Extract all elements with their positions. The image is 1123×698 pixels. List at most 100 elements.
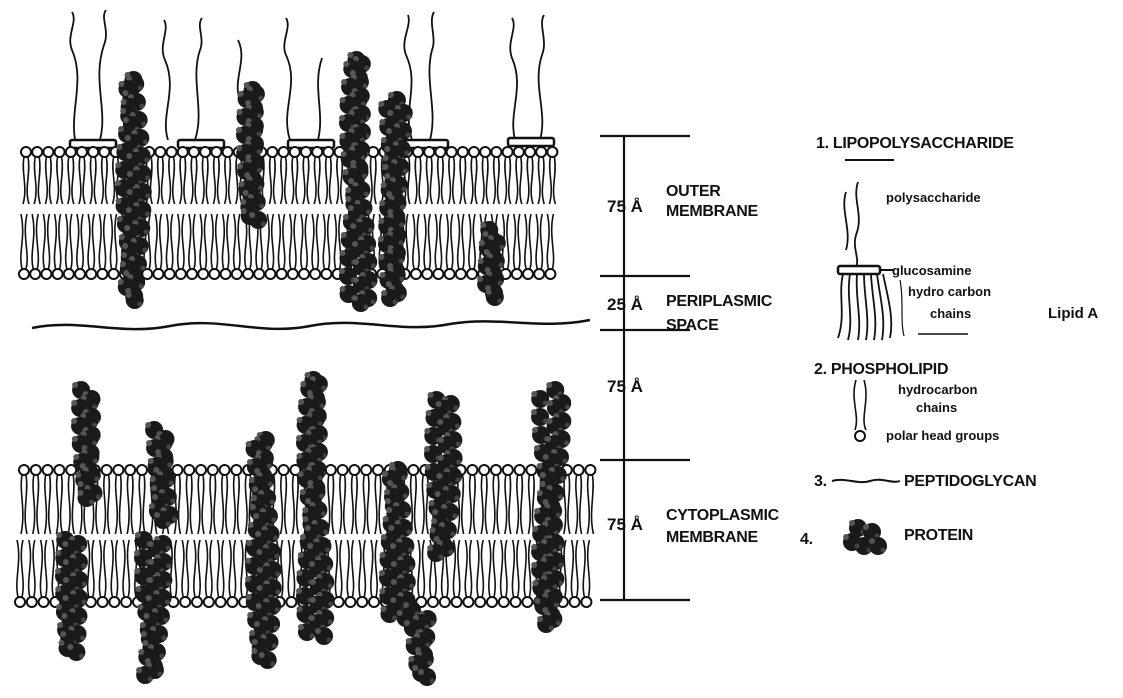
lipid bbox=[31, 465, 41, 534]
lipid bbox=[458, 147, 468, 204]
protein-blob bbox=[380, 605, 398, 623]
protein-blob bbox=[259, 651, 277, 669]
lipid bbox=[512, 214, 522, 279]
legend-peptidoglycan: PEPTIDOGLYCAN bbox=[904, 473, 1036, 490]
lipid bbox=[545, 214, 555, 279]
lipid bbox=[416, 540, 426, 607]
lipid bbox=[88, 147, 98, 204]
lipid bbox=[522, 540, 532, 607]
protein-blob bbox=[531, 390, 549, 408]
periplasmic-label-2: SPACE bbox=[666, 317, 719, 334]
lipid bbox=[487, 540, 497, 607]
periplasmic-label-1: PERIPLASMIC bbox=[666, 293, 773, 310]
lipid bbox=[525, 147, 535, 204]
lipid bbox=[299, 214, 309, 279]
lipid bbox=[310, 214, 320, 279]
lipid bbox=[368, 147, 378, 204]
lipid bbox=[290, 147, 300, 204]
protein-blob bbox=[418, 668, 436, 686]
lipid bbox=[547, 147, 557, 204]
lipid bbox=[66, 147, 76, 204]
lipid bbox=[77, 147, 87, 204]
outer-thickness-label: 75 Å bbox=[607, 197, 643, 216]
lipid bbox=[413, 147, 423, 204]
lipid bbox=[153, 214, 163, 279]
protein-blob bbox=[531, 408, 549, 426]
lipid bbox=[187, 214, 197, 279]
cytoplasmic-membrane bbox=[15, 371, 595, 686]
cytoplasmic-label-2: MEMBRANE bbox=[666, 529, 758, 546]
lipid bbox=[192, 540, 202, 607]
lipid bbox=[232, 214, 242, 279]
legend-protein: PROTEIN bbox=[904, 527, 973, 544]
scale-labels: 75 Å 25 Å 75 Å 75 Å OUTER MEMBRANE PERIP… bbox=[607, 183, 780, 546]
outer-upper-leaflet bbox=[21, 147, 557, 204]
lipid bbox=[125, 465, 135, 534]
lipid bbox=[422, 214, 432, 279]
lipid bbox=[534, 214, 544, 279]
protein-blob bbox=[486, 288, 504, 306]
lipid bbox=[137, 465, 147, 534]
lipid bbox=[223, 147, 233, 204]
protein-blob bbox=[381, 289, 399, 307]
outer-lower-leaflet bbox=[19, 214, 555, 279]
legend-protein-num: 4. bbox=[800, 531, 813, 548]
lipid bbox=[334, 540, 344, 607]
lipid bbox=[373, 465, 383, 534]
lipid bbox=[15, 540, 25, 607]
legend-hydrocarbon-1: hydro carbon bbox=[908, 284, 991, 299]
lipid bbox=[345, 540, 355, 607]
lipid bbox=[277, 214, 287, 279]
lipid bbox=[165, 214, 175, 279]
lipid bbox=[338, 465, 348, 534]
lipid bbox=[467, 214, 477, 279]
lipid bbox=[445, 214, 455, 279]
legend-glucosamine: glucosamine bbox=[892, 263, 971, 278]
cytoplasmic-thickness-label: 75 Å bbox=[607, 515, 643, 534]
lipid bbox=[41, 214, 51, 279]
lipid bbox=[574, 465, 584, 534]
protein-blob bbox=[154, 511, 172, 529]
lipid bbox=[97, 214, 107, 279]
lipid bbox=[54, 465, 64, 534]
legend-pl-chains-2: chains bbox=[916, 400, 957, 415]
lps-icon bbox=[838, 182, 904, 340]
lipid bbox=[39, 540, 49, 607]
lipid bbox=[361, 465, 371, 534]
lipid bbox=[86, 214, 96, 279]
lipid bbox=[267, 147, 277, 204]
lipid bbox=[323, 147, 333, 204]
lipid bbox=[121, 540, 131, 607]
lipid bbox=[514, 147, 524, 204]
legend-lipid-a: Lipid A bbox=[1048, 305, 1098, 322]
lipid bbox=[503, 465, 513, 534]
lipid bbox=[491, 465, 501, 534]
legend-pl-chains-1: hydrocarbon bbox=[898, 382, 978, 397]
protein-blob bbox=[537, 615, 555, 633]
lipid bbox=[184, 465, 194, 534]
protein-blob bbox=[298, 623, 316, 641]
lipid bbox=[424, 147, 434, 204]
lipid bbox=[99, 147, 109, 204]
lipid bbox=[98, 540, 108, 607]
lipid bbox=[30, 214, 40, 279]
lipid bbox=[581, 540, 591, 607]
outer-membrane bbox=[19, 10, 557, 312]
lipid bbox=[499, 540, 509, 607]
legend-hydrocarbon-2: chains bbox=[930, 306, 971, 321]
lipid bbox=[515, 465, 525, 534]
lipid bbox=[66, 465, 76, 534]
lipid bbox=[216, 540, 226, 607]
lipid bbox=[167, 147, 177, 204]
lipid bbox=[109, 540, 119, 607]
lipid bbox=[204, 540, 214, 607]
lipid bbox=[279, 465, 289, 534]
lipid bbox=[321, 214, 331, 279]
protein-blob bbox=[249, 211, 267, 229]
lipid bbox=[19, 465, 29, 534]
lipid bbox=[21, 147, 31, 204]
lipid bbox=[189, 147, 199, 204]
protein-blob bbox=[427, 544, 445, 562]
lipid bbox=[369, 540, 379, 607]
lipid bbox=[55, 147, 65, 204]
